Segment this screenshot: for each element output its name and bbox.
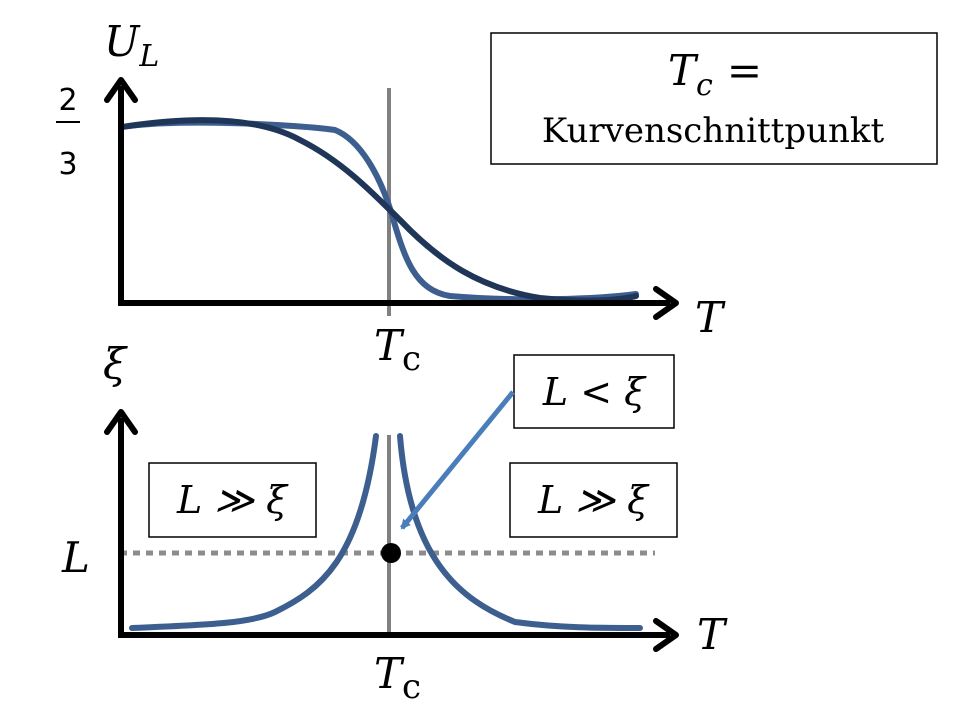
box-critical-regime-text: L < ξ	[542, 370, 647, 414]
bottom-y-axis-label: ξ	[103, 339, 128, 388]
top-tc-label: Tc	[374, 321, 421, 379]
bottom-panel: ξ L T Tc L ≫ ξ L ≫ ξ L < ξ	[61, 339, 728, 707]
tc-definition-line1: Tc=	[668, 46, 762, 103]
top-y-axis-label: UL	[104, 17, 159, 74]
intersection-point	[381, 543, 401, 563]
tc-definition-line2: Kurvenschnittpunkt	[542, 111, 885, 151]
correlation-length-curve-right	[397, 433, 643, 631]
box-left-regime-text: L ≫ ξ	[176, 478, 289, 522]
pointer-arrow	[400, 390, 515, 530]
top-y-arrowhead	[104, 77, 138, 103]
binder-cumulant-curve-small-L	[119, 117, 639, 304]
box-right-regime	[509, 462, 678, 538]
bottom-x-arrowhead	[653, 618, 679, 652]
bottom-y-arrowhead	[104, 409, 138, 435]
bottom-x-axis-label: T	[697, 610, 728, 659]
L-level-label: L	[61, 533, 90, 582]
y-tick-denominator: 3	[58, 147, 77, 182]
y-tick-numerator: 2	[58, 83, 77, 118]
box-left-regime	[148, 462, 317, 538]
bottom-tc-label: Tc	[374, 649, 421, 707]
correlation-length-curve-left	[129, 433, 379, 631]
top-x-axis-label: T	[695, 293, 726, 342]
top-panel: UL 2 3 T Tc Tc= Kurvenschnittpunkt	[56, 17, 938, 379]
tc-definition-box	[490, 32, 938, 165]
top-x-arrowhead	[653, 286, 679, 320]
box-critical-regime	[513, 354, 675, 429]
box-right-regime-text: L ≫ ξ	[537, 478, 650, 522]
